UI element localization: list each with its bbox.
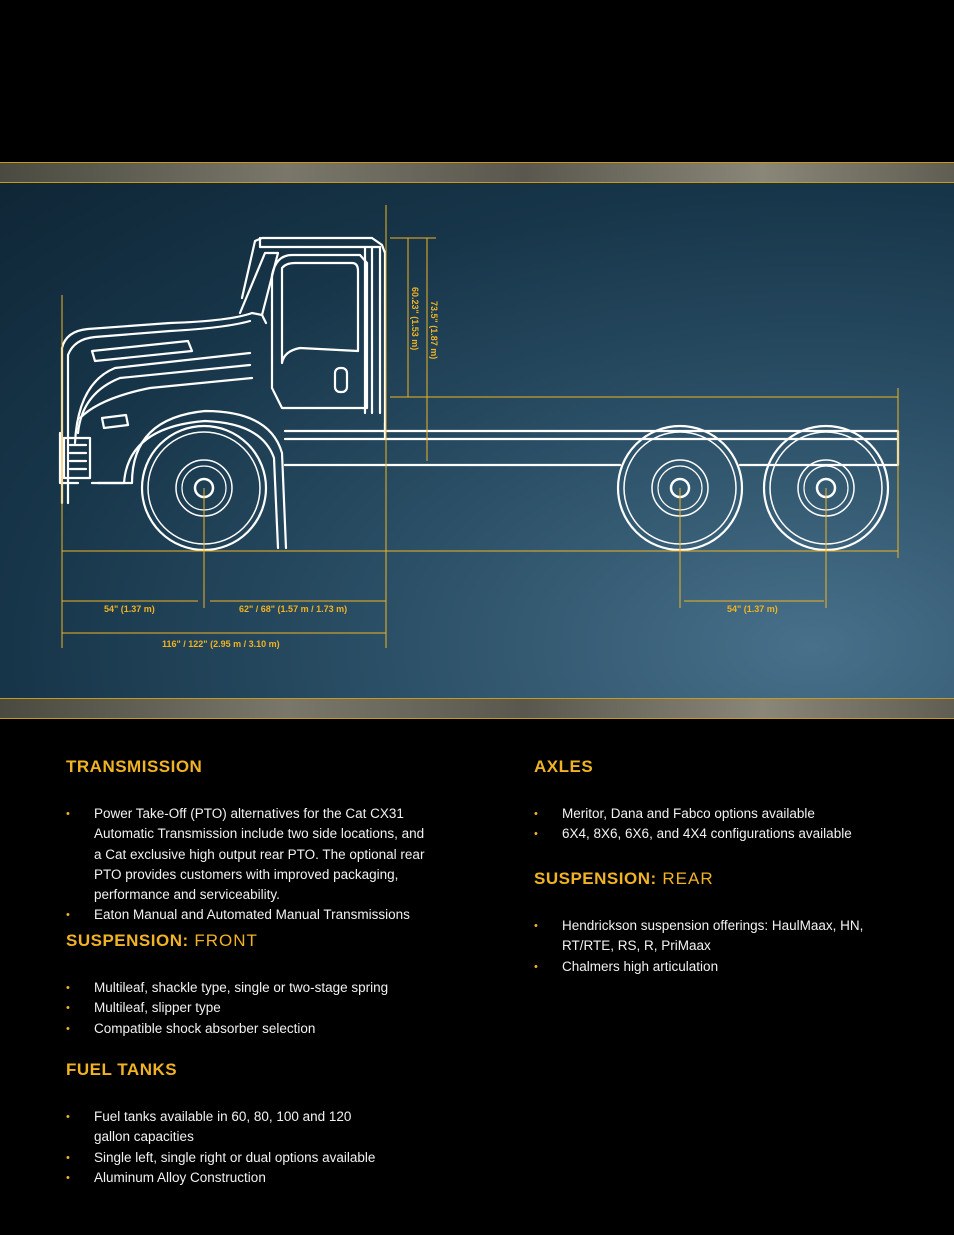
suspension-front-list: Multileaf, shackle type, single or two-s…	[66, 978, 486, 1039]
truck-dimension-diagram: 60.23" (1.53 m) 73.5" (1.87 m) 54" (1.37…	[0, 183, 954, 698]
fuel-tanks-list: Fuel tanks available in 60, 80, 100 and …	[66, 1107, 486, 1188]
list-item: Aluminum Alloy Construction	[66, 1168, 486, 1189]
bottom-texture-band	[0, 698, 954, 719]
dim-cab-height-outer: 73.5" (1.87 m)	[429, 301, 439, 360]
suspension-front-heading: SUSPENSION: FRONT	[66, 931, 486, 951]
list-item: Fuel tanks available in 60, 80, 100 and …	[66, 1107, 384, 1148]
list-item: Single left, single right or dual option…	[66, 1148, 486, 1169]
suspension-rear-section: SUSPENSION: REAR Hendrickson suspension …	[534, 869, 914, 977]
dim-front-to-cab: 62" / 68" (1.57 m / 1.73 m)	[239, 604, 348, 614]
suspension-rear-subtitle: REAR	[656, 869, 714, 888]
dim-rear-tandem: 54" (1.37 m)	[727, 604, 778, 614]
fuel-tanks-section: FUEL TANKS Fuel tanks available in 60, 8…	[66, 1060, 486, 1188]
list-item: Meritor, Dana and Fabco options availabl…	[534, 804, 914, 825]
transmission-list: Power Take-Off (PTO) alternatives for th…	[66, 804, 486, 926]
list-item: 6X4, 8X6, 6X6, and 4X4 configurations av…	[534, 824, 914, 845]
suspension-rear-list: Hendrickson suspension offerings: HaulMa…	[534, 916, 914, 977]
list-item: Compatible shock absorber selection	[66, 1019, 486, 1040]
suspension-front-section: SUSPENSION: FRONT Multileaf, shackle typ…	[66, 931, 486, 1039]
list-item: Chalmers high articulation	[534, 957, 914, 978]
list-item: Multileaf, shackle type, single or two-s…	[66, 978, 486, 999]
transmission-heading: TRANSMISSION	[66, 757, 203, 776]
suspension-front-title: SUSPENSION:	[66, 931, 189, 950]
truck-side-view	[58, 205, 900, 648]
dim-front-overhang: 54" (1.37 m)	[104, 604, 155, 614]
list-item: Hendrickson suspension offerings: HaulMa…	[534, 916, 872, 957]
axles-heading: AXLES	[534, 757, 594, 776]
suspension-rear-heading: SUSPENSION: REAR	[534, 869, 914, 889]
list-item: Eaton Manual and Automated Manual Transm…	[66, 905, 486, 926]
dim-cab-height-inner: 60.23" (1.53 m)	[410, 287, 420, 351]
axles-list: Meritor, Dana and Fabco options availabl…	[534, 804, 914, 845]
suspension-rear-title: SUSPENSION:	[534, 869, 657, 888]
dim-bumper-to-cab: 116" / 122" (2.95 m / 3.10 m)	[162, 639, 280, 649]
list-item: Power Take-Off (PTO) alternatives for th…	[66, 804, 434, 905]
fuel-tanks-heading: FUEL TANKS	[66, 1060, 178, 1079]
axles-section: AXLES Meritor, Dana and Fabco options av…	[534, 757, 914, 845]
top-texture-band	[0, 162, 954, 183]
list-item: Multileaf, slipper type	[66, 998, 486, 1019]
transmission-section: TRANSMISSION Power Take-Off (PTO) altern…	[66, 757, 486, 926]
suspension-front-subtitle: FRONT	[188, 931, 258, 950]
